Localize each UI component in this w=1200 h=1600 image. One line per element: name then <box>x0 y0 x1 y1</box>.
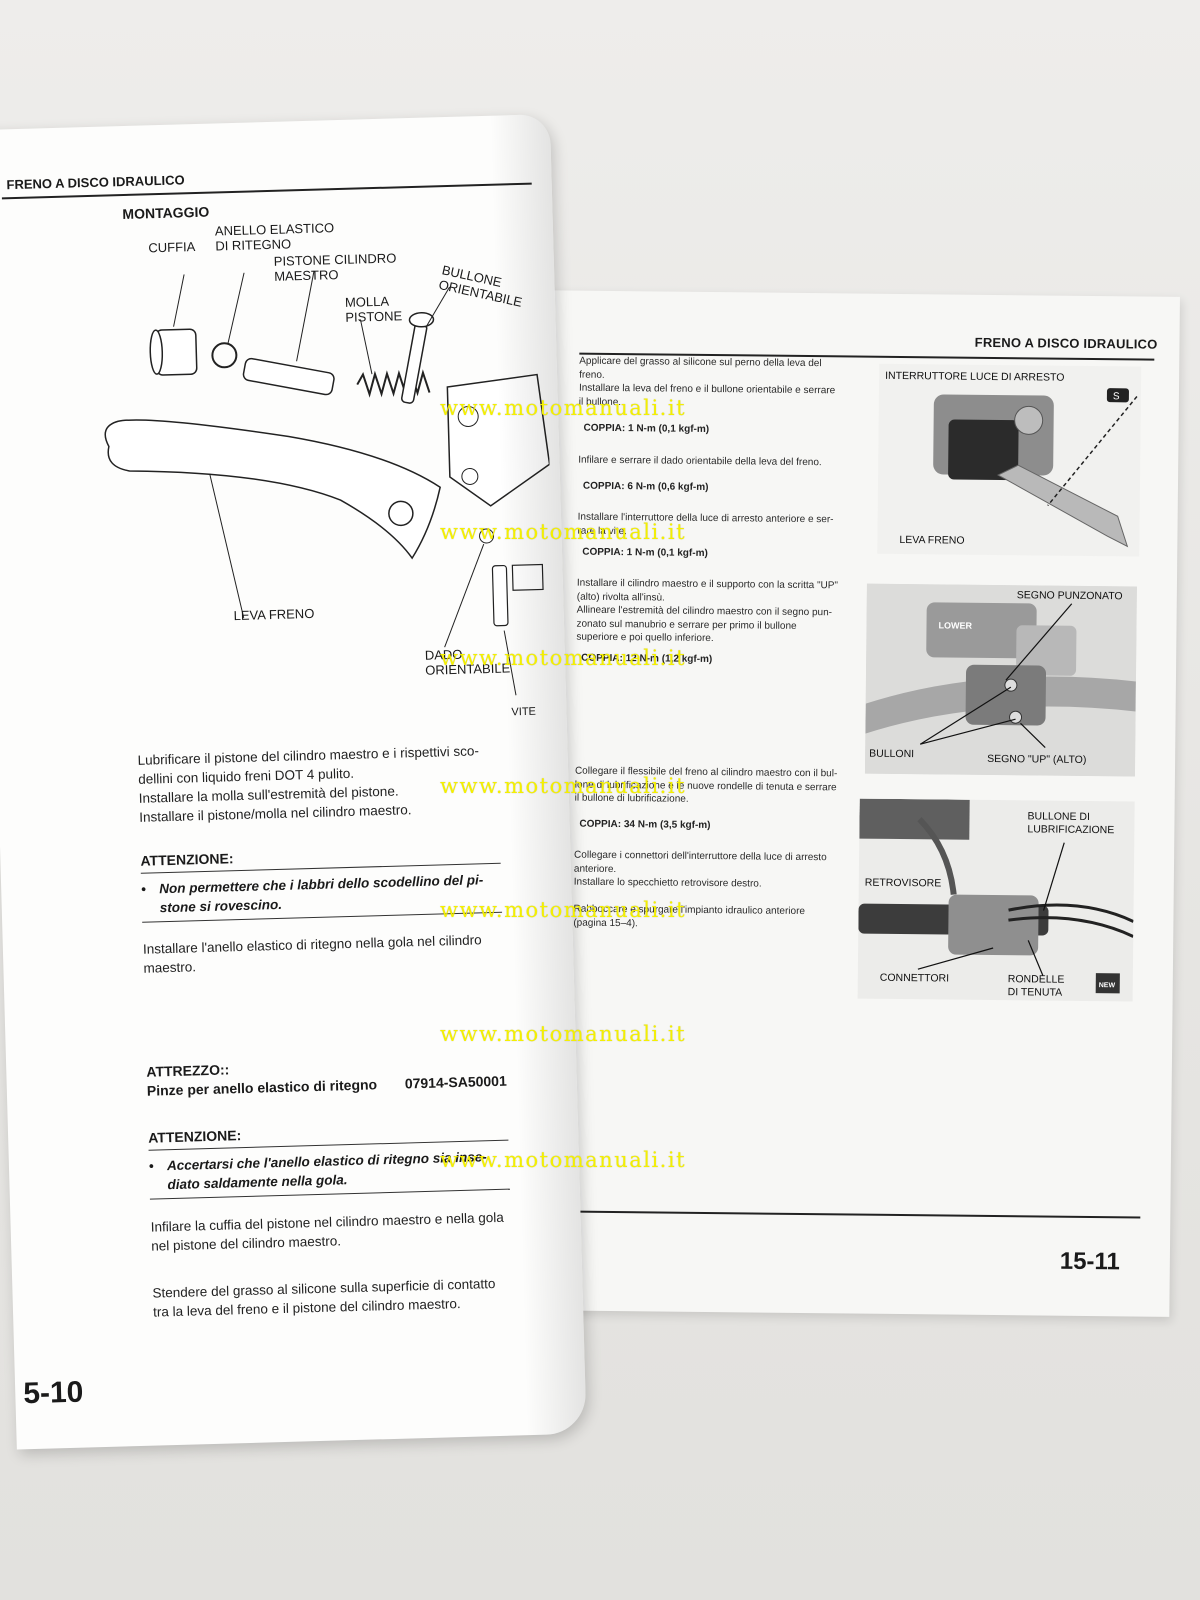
left-paragraph-3: Infilare la cuffia del pistone nel cilin… <box>150 1207 521 1255</box>
text-line: Installare lo specchietto retrovisore de… <box>573 876 762 890</box>
label-lubrication-bolt: BULLONE DI LUBRIFICAZIONE <box>1027 810 1114 837</box>
left-header-title: FRENO A DISCO IDRAULICO <box>6 172 185 193</box>
label-leva-freno: LEVA FRENO <box>233 605 315 624</box>
left-page: FRENO A DISCO IDRAULICO MONTAGGIO <box>0 114 587 1450</box>
label-line: DI TENUTA <box>1007 986 1063 999</box>
label-brake-lever: LEVA FRENO <box>899 533 965 547</box>
left-paragraph-4: Stendere del grasso al silicone sulla su… <box>152 1273 523 1321</box>
watermark: www.motomanuali.it <box>440 1022 687 1046</box>
right-footer-rule <box>520 1210 1141 1219</box>
right-page-number: 15-11 <box>1059 1247 1120 1276</box>
torque-5: COPPIA: 34 N-m (3,5 kgf-m) <box>579 818 711 832</box>
label-line: LUBRIFICAZIONE <box>1027 823 1115 837</box>
svg-text:S: S <box>1113 391 1120 402</box>
label-anello: ANELLO ELASTICO DI RITEGNO <box>215 220 335 253</box>
watermark: www.motomanuali.it <box>440 520 687 544</box>
label-line: RONDELLE <box>1007 973 1065 986</box>
label-line: MOLLA <box>344 293 390 310</box>
tool-code: 07914-SA50001 <box>404 1072 507 1092</box>
master-cylinder-illustration: LOWER <box>864 583 1137 777</box>
photo-lubrication-bolt: NEW BULLONE DI LUBRIFICAZIONE RETROVISOR… <box>857 798 1135 1002</box>
attention-1-title: ATTENZIONE: <box>140 850 234 869</box>
label-line: PISTONE <box>345 308 403 325</box>
photo-brake-switch: S INTERRUTTORE LUCE DI ARRESTO LEVA FREN… <box>877 363 1142 557</box>
label-line: BULLONE DI <box>1027 810 1091 823</box>
watermark: www.motomanuali.it <box>440 774 687 798</box>
watermark: www.motomanuali.it <box>440 898 687 922</box>
right-text-block-2: Infilare e serrare il dado orientabile d… <box>578 454 878 471</box>
bullet-icon: • <box>148 1158 154 1174</box>
label-cuffia: CUFFIA <box>148 239 196 256</box>
tool-title: ATTREZZO:: <box>146 1061 230 1080</box>
label-brake-switch: INTERRUTTORE LUCE DI ARRESTO <box>885 369 1065 384</box>
attention-2-title: ATTENZIONE: <box>147 1127 242 1146</box>
photo-punch-mark: LOWER SEGNO PUNZONATO BULLONI SEGNO "UP"… <box>864 583 1137 777</box>
watermark: www.motomanuali.it <box>440 646 687 670</box>
watermark: www.motomanuali.it <box>440 1148 687 1172</box>
text-line: superiore e poi quello inferiore. <box>576 631 714 645</box>
mirror-connectors-illustration: NEW <box>858 798 1135 994</box>
left-paragraph-2: Installare l'anello elastico di ritegno … <box>143 929 514 977</box>
new-badge: NEW <box>1099 982 1116 989</box>
label-seal-washers: RONDELLE DI TENUTA <box>1008 973 1065 1000</box>
watermark: www.motomanuali.it <box>440 396 687 420</box>
left-page-number: 5-10 <box>22 1375 84 1411</box>
section-title: MONTAGGIO <box>122 203 210 223</box>
torque-3: COPPIA: 1 N-m (0,1 kgf-m) <box>582 546 708 559</box>
label-bolts: BULLONI <box>869 747 915 761</box>
label-molla: MOLLA PISTONE <box>345 293 403 325</box>
right-text-block-4: Installare il cilindro maestro e il supp… <box>576 577 877 648</box>
label-line: DI RITEGNO <box>215 236 292 254</box>
lower-badge: LOWER <box>938 620 972 630</box>
right-header-title: FRENO A DISCO IDRAULICO <box>974 334 1158 352</box>
torque-1: COPPIA: 1 N-m (0,1 kgf-m) <box>583 422 710 435</box>
label-punch-mark: SEGNO PUNZONATO <box>1016 589 1123 603</box>
bullet-icon: • <box>141 881 147 897</box>
label-vite: VITE <box>511 705 537 719</box>
label-connectors: CONNETTORI <box>879 971 950 985</box>
torque-2: COPPIA: 6 N-m (0,6 kgf-m) <box>582 480 709 493</box>
right-text-block-6: Collegare i connettori dell'interruttore… <box>574 849 874 893</box>
label-pistone: PISTONE CILINDRO MAESTRO <box>274 250 397 283</box>
right-page: FRENO A DISCO IDRAULICO Applicare del gr… <box>509 290 1180 1317</box>
label-mirror: RETROVISORE <box>864 876 942 890</box>
brake-switch-illustration: S <box>933 388 1138 548</box>
tool-name: Pinze per anello elastico di ritegno <box>146 1076 378 1099</box>
text-line: Infilare e serrare il dado orientabile d… <box>578 454 822 469</box>
label-up-mark: SEGNO "UP" (ALTO) <box>987 752 1087 766</box>
